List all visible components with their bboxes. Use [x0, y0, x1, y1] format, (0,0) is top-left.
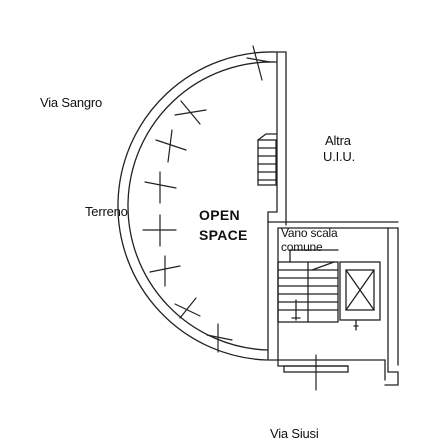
east-wall-inner [267, 51, 278, 361]
elevator-shaft [339, 261, 381, 331]
level-label: Terreno [85, 204, 128, 219]
stairwell-label-line2: comune [281, 240, 323, 254]
east-wall-outer [276, 51, 287, 226]
open-space-label-line2: SPACE [199, 227, 248, 243]
other-unit-label-line1: Altra [325, 133, 351, 148]
street-label-north: Via Sangro [40, 95, 103, 110]
curved-wall-inner [127, 61, 277, 351]
street-label-south: Via Siusi [270, 426, 319, 441]
small-stair [257, 133, 277, 186]
window-marks [142, 45, 271, 353]
other-unit-label-line2: U.I.U. [323, 149, 356, 164]
common-stairs [277, 249, 339, 323]
curved-wall-outer [117, 51, 278, 361]
open-space-label-line1: OPEN [199, 207, 240, 223]
stairwell-label-line1: Vano scala [281, 226, 338, 240]
stairwell-east-wall [384, 227, 399, 386]
